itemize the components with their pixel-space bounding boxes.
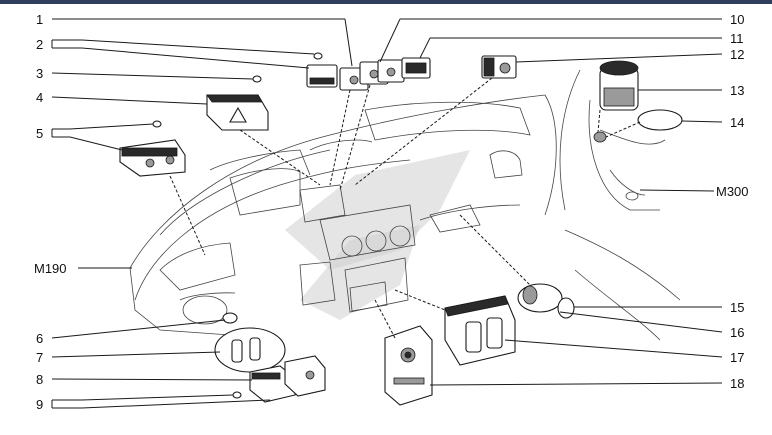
switch-part-11 xyxy=(401,57,431,79)
lighter-part-13 xyxy=(599,60,639,111)
dashboard-outline xyxy=(129,94,557,336)
callout-17: 17 xyxy=(730,350,744,365)
hazard-switch xyxy=(206,94,269,131)
callout-1: 1 xyxy=(36,12,43,27)
callout-14: 14 xyxy=(730,115,744,130)
callout-9: 9 xyxy=(36,397,43,412)
callout-12: 12 xyxy=(730,47,744,62)
door-panel-outline xyxy=(559,69,681,341)
callout-10: 10 xyxy=(730,12,744,27)
callout-11: 11 xyxy=(730,31,744,46)
callout-2: 2 xyxy=(36,37,43,52)
callout-6: 6 xyxy=(36,331,43,346)
callout-7: 7 xyxy=(36,350,43,365)
switch-part-5 xyxy=(119,120,186,177)
callout-8: 8 xyxy=(36,372,43,387)
callout-5: 5 xyxy=(36,126,43,141)
callout-13: 13 xyxy=(730,83,744,98)
callout-15: 15 xyxy=(730,300,744,315)
watermark-logo xyxy=(285,150,470,320)
callout-3: 3 xyxy=(36,66,43,81)
callout-18: 18 xyxy=(730,376,744,391)
callout-m300: M300 xyxy=(716,184,749,199)
header-bar xyxy=(0,0,772,4)
callout-m190: M190 xyxy=(34,261,67,276)
switch-part-18 xyxy=(384,325,433,406)
switch-part-12 xyxy=(481,55,517,79)
part-14 xyxy=(593,109,683,143)
switch-block-top xyxy=(252,52,405,91)
part-6-7-8-9 xyxy=(214,312,326,403)
leader-lines xyxy=(51,18,723,409)
callout-16: 16 xyxy=(730,325,744,340)
switch-part-17 xyxy=(444,295,516,366)
callout-4: 4 xyxy=(36,90,43,105)
